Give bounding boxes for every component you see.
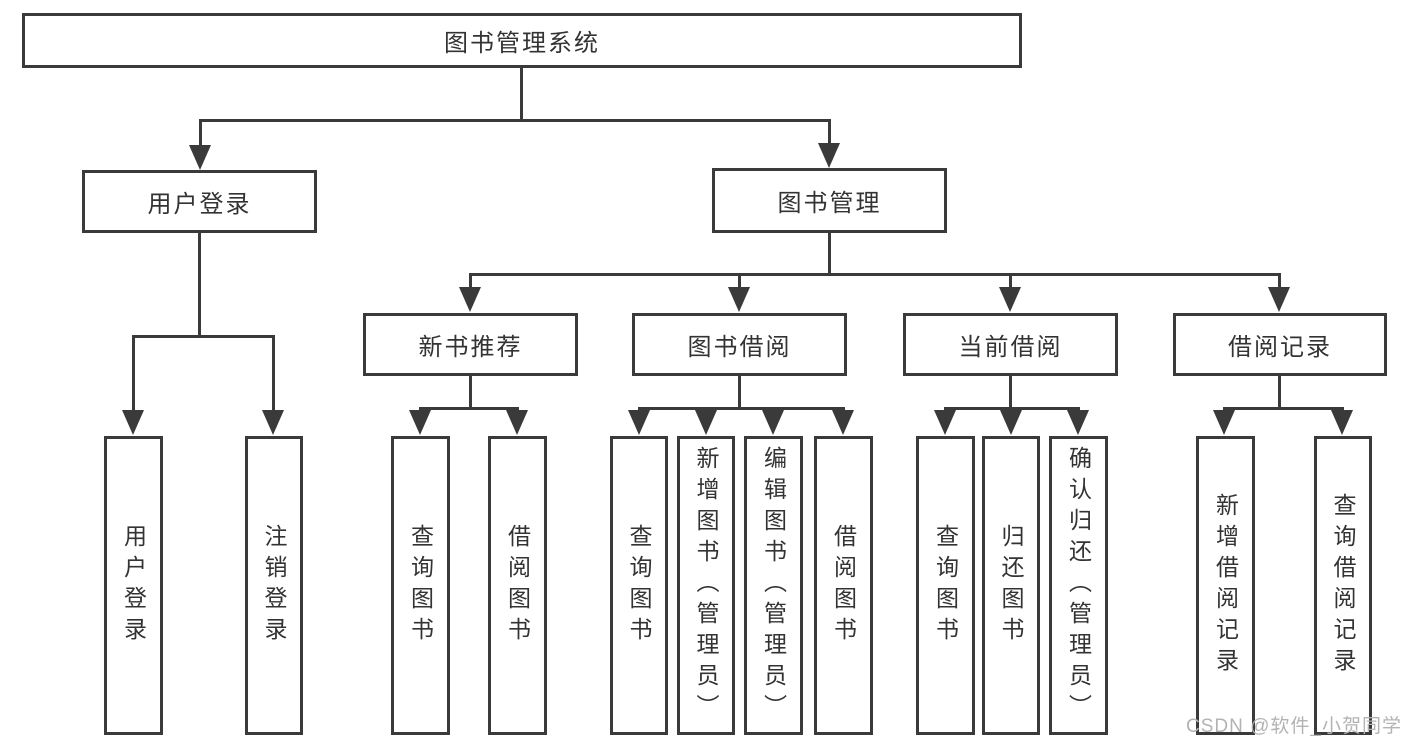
arrowhead-down-icon xyxy=(818,143,840,168)
connector-drop-book-management xyxy=(828,119,831,145)
leaf-label: 注销登录 xyxy=(261,523,287,648)
leaf-confirm-return-admin: 确认归还（管理员） xyxy=(1049,436,1108,735)
arrowhead-down-icon xyxy=(1331,410,1353,435)
node-label: 图书借阅 xyxy=(687,334,792,361)
connector-drop-user-login xyxy=(199,119,202,147)
arrowhead-down-icon xyxy=(934,410,956,435)
leaf-logout: 注销登录 xyxy=(245,436,303,735)
connector-drop-node xyxy=(1278,273,1281,288)
connector-root-stem xyxy=(520,68,523,119)
arrowhead-down-icon xyxy=(262,410,284,435)
leaf-return-books: 归还图书 xyxy=(982,436,1040,735)
connector-new-book-branch xyxy=(419,407,519,410)
arrowhead-down-icon xyxy=(1000,410,1022,435)
connector-current-borrowing-stem xyxy=(1009,376,1012,407)
node-label: 图书管理 xyxy=(777,190,882,217)
connector-book-borrowing-branch xyxy=(638,407,845,410)
connector-borrow-records-stem xyxy=(1278,376,1281,407)
node-borrow-records: 借阅记录 xyxy=(1173,313,1387,376)
node-label: 图书管理系统 xyxy=(444,30,600,57)
arrowhead-down-icon xyxy=(506,410,528,435)
leaf-add-borrow-record: 新增借阅记录 xyxy=(1196,436,1255,735)
node-root: 图书管理系统 xyxy=(22,13,1022,68)
connector-level2-branch xyxy=(199,119,831,122)
connector-book-management-stem xyxy=(828,233,831,273)
leaf-add-books-admin: 新增图书（管理员） xyxy=(677,436,735,735)
arrowhead-down-icon xyxy=(628,410,650,435)
arrowhead-down-icon xyxy=(832,410,854,435)
leaf-label: 新增图书（管理员） xyxy=(693,446,719,725)
leaf-borrow-books-borrowing: 借阅图书 xyxy=(814,436,873,735)
leaf-query-borrow-record: 查询借阅记录 xyxy=(1314,436,1372,735)
leaf-label: 归还图书 xyxy=(998,523,1024,648)
arrowhead-down-icon xyxy=(728,287,750,312)
leaf-label: 查询图书 xyxy=(626,523,652,648)
connector-drop-leaf xyxy=(272,335,275,412)
arrowhead-down-icon xyxy=(762,410,784,435)
connector-drop-node xyxy=(1009,273,1012,288)
arrowhead-down-icon xyxy=(409,410,431,435)
connector-book-borrowing-stem xyxy=(738,376,741,407)
arrowhead-down-icon xyxy=(122,410,144,435)
leaf-query-books-recommend: 查询图书 xyxy=(391,436,450,735)
leaf-label: 确认归还（管理员） xyxy=(1065,446,1092,725)
leaf-label: 借阅图书 xyxy=(830,523,857,648)
arrowhead-down-icon xyxy=(1213,410,1235,435)
connector-current-borrowing-branch xyxy=(944,407,1080,410)
leaf-label: 编辑图书（管理员） xyxy=(760,446,787,725)
connector-level3-branch xyxy=(469,273,1281,276)
arrowhead-down-icon xyxy=(189,145,211,170)
connector-user-login-branch xyxy=(132,335,275,338)
leaf-label: 用户登录 xyxy=(120,523,147,648)
leaf-label: 借阅图书 xyxy=(504,523,531,648)
arrowhead-down-icon xyxy=(999,287,1021,312)
csdn-watermark: CSDN @软件_小贺同学 xyxy=(1186,716,1402,737)
leaf-borrow-books-recommend: 借阅图书 xyxy=(488,436,547,735)
leaf-label: 查询图书 xyxy=(932,523,959,648)
leaf-label: 查询图书 xyxy=(407,523,434,648)
leaf-edit-books-admin: 编辑图书（管理员） xyxy=(744,436,803,735)
leaf-label: 查询借阅记录 xyxy=(1330,492,1356,679)
node-label: 用户登录 xyxy=(147,191,252,218)
node-label: 新书推荐 xyxy=(418,334,523,361)
arrowhead-down-icon xyxy=(1067,410,1089,435)
arrowhead-down-icon xyxy=(695,410,717,435)
leaf-query-books-borrowing: 查询图书 xyxy=(610,436,668,735)
leaf-query-books-current: 查询图书 xyxy=(916,436,975,735)
connector-new-book-stem xyxy=(469,376,472,407)
connector-drop-node xyxy=(469,273,472,288)
leaf-user-login: 用户登录 xyxy=(104,436,163,735)
node-label: 当前借阅 xyxy=(958,334,1063,361)
connector-borrow-records-branch xyxy=(1223,407,1344,410)
connector-user-login-stem xyxy=(198,233,201,335)
node-user-login: 用户登录 xyxy=(82,170,317,233)
node-book-management: 图书管理 xyxy=(712,168,947,233)
node-current-borrowing: 当前借阅 xyxy=(903,313,1118,376)
node-book-borrowing: 图书借阅 xyxy=(632,313,847,376)
connector-drop-node xyxy=(738,273,741,288)
node-label: 借阅记录 xyxy=(1228,334,1332,361)
arrowhead-down-icon xyxy=(459,287,481,312)
connector-drop-leaf xyxy=(132,335,135,412)
leaf-label: 新增借阅记录 xyxy=(1212,492,1239,679)
arrowhead-down-icon xyxy=(1268,287,1290,312)
node-new-book-recommend: 新书推荐 xyxy=(363,313,578,376)
